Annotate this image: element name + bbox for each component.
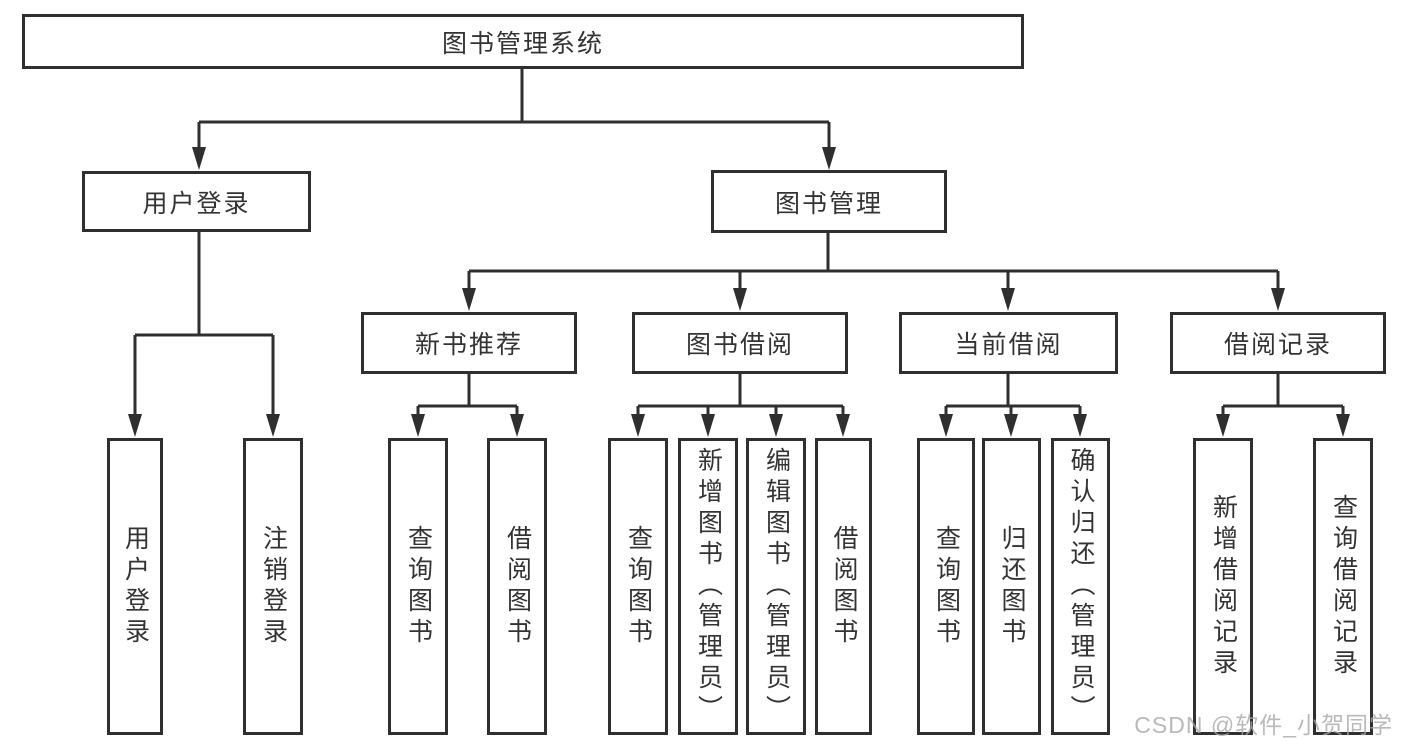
leaf-borrow-add-books-admin: 新增图书（管理员） (678, 438, 738, 735)
leaf-newbook-borrow-books: 借阅图书 (487, 438, 547, 735)
csdn-watermark: CSDN @软件_小贺同学 (1134, 712, 1393, 738)
node-book-borrow: 图书借阅 (632, 312, 848, 374)
node-new-book-recommend: 新书推荐 (361, 312, 577, 374)
leaf-borrow-borrow-books: 借阅图书 (815, 438, 872, 735)
node-user-login: 用户登录 (82, 171, 311, 232)
leaf-newbook-query-books: 查询图书 (388, 438, 448, 735)
leaf-records-add-record: 新增借阅记录 (1193, 438, 1253, 735)
node-book-management: 图书管理 (711, 170, 947, 233)
leaf-records-query-record: 查询借阅记录 (1313, 438, 1373, 735)
node-current-borrow: 当前借阅 (899, 312, 1118, 374)
leaf-borrow-edit-books-admin: 编辑图书（管理员） (746, 438, 806, 735)
leaf-borrow-query-books: 查询图书 (608, 438, 668, 735)
leaf-current-query-books: 查询图书 (917, 438, 975, 735)
node-root-system: 图书管理系统 (22, 14, 1024, 69)
leaf-current-return-books: 归还图书 (982, 438, 1041, 735)
leaf-user-login: 用户登录 (107, 438, 163, 735)
node-borrow-records: 借阅记录 (1170, 312, 1386, 374)
leaf-current-confirm-return-admin: 确认归还（管理员） (1051, 438, 1110, 735)
leaf-logout-login: 注销登录 (243, 438, 303, 735)
